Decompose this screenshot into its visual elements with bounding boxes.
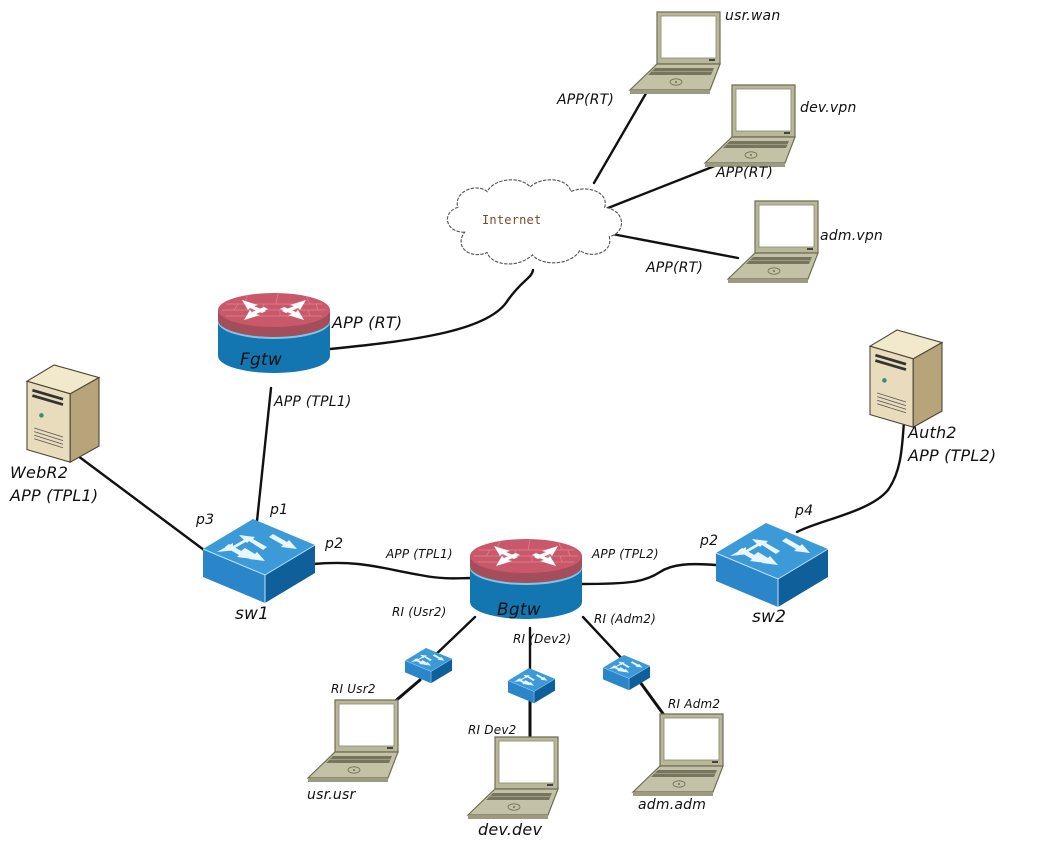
link-label-adm-vpn: APP(RT): [646, 260, 704, 276]
link-label-usr-wan: APP(RT): [557, 92, 615, 108]
sw1-label: sw1: [235, 604, 270, 624]
link-label-usr-laptop: RI Usr2: [331, 682, 376, 696]
link-label-bgtw-dev: RI (Dev2): [513, 632, 572, 646]
server-webr2-icon[interactable]: [25, 363, 101, 464]
link-label-dev-laptop: RI Dev2: [468, 723, 517, 737]
link-label-dev-vpn: APP(RT): [716, 165, 774, 181]
link-auth2-sw2: [795, 420, 906, 534]
switch-small-dev-icon[interactable]: [507, 667, 556, 704]
link-fgtw-internet: [328, 268, 535, 351]
dev-vpn-label: dev.vpn: [800, 100, 857, 116]
link-swa-adm: [638, 680, 666, 717]
link-webr2-sw1: [72, 451, 206, 552]
laptop-adm-vpn-icon[interactable]: [727, 200, 819, 284]
link-label-fgtw-internet: APP (RT): [332, 313, 403, 332]
webr2-label: WebR2: [10, 463, 69, 482]
sw2-label: sw2: [752, 607, 787, 627]
webr2-app-label: APP (TPL1): [10, 486, 99, 505]
laptop-usr-wan-icon[interactable]: [629, 11, 721, 95]
link-swu-usr: [391, 678, 422, 705]
dev-dev-label: dev.dev: [478, 820, 543, 839]
auth2-label: Auth2: [908, 423, 957, 442]
fgtw-label: Fgtw: [240, 350, 282, 370]
sw1-port-p2: p2: [325, 536, 344, 552]
sw2-port-p4: p4: [795, 503, 814, 519]
laptop-dev-dev-icon[interactable]: [467, 736, 559, 820]
usr-wan-label: usr.wan: [725, 8, 781, 24]
laptop-adm-adm-icon[interactable]: [632, 713, 724, 797]
link-internet-usr-wan: [592, 81, 654, 185]
link-sw1-bgtw: [311, 561, 474, 580]
switch-sw2-icon[interactable]: [715, 522, 829, 608]
links: [72, 81, 906, 740]
usr-usr-label: usr.usr: [307, 787, 356, 803]
adm-vpn-label: adm.vpn: [820, 228, 883, 244]
link-label-adm-laptop: RI Adm2: [668, 697, 721, 711]
link-label-bgtw-sw2: APP (TPL2): [592, 547, 659, 561]
auth2-app-label: APP (TPL2): [908, 446, 997, 465]
link-label-bgtw-usr: RI (Usr2): [392, 605, 447, 619]
switch-sw1-icon[interactable]: [202, 518, 316, 604]
laptop-usr-usr-icon[interactable]: [307, 699, 399, 783]
internet-label: Internet: [482, 213, 542, 227]
bgtw-label: Bgtw: [497, 600, 541, 620]
link-label-bgtw-adm: RI (Adm2): [594, 612, 657, 626]
sw1-port-p1: p1: [270, 502, 289, 518]
laptop-dev-vpn-icon[interactable]: [704, 84, 796, 168]
sw2-port-p2: p2: [700, 533, 719, 549]
sw1-port-p3: p3: [196, 512, 215, 528]
server-auth2-icon[interactable]: [868, 328, 944, 429]
link-label-fgtw-sw1: APP (TPL1): [274, 394, 352, 410]
link-label-sw1-bgtw: APP (TPL1): [386, 547, 453, 561]
switch-small-usr-icon[interactable]: [404, 647, 453, 684]
link-fgtw-sw1: [255, 386, 273, 523]
link-internet-adm-vpn: [610, 232, 740, 260]
adm-adm-label: adm.adm: [638, 797, 707, 813]
link-bgtw-sw2: [579, 562, 718, 586]
link-bgtw-swa: [581, 615, 627, 664]
